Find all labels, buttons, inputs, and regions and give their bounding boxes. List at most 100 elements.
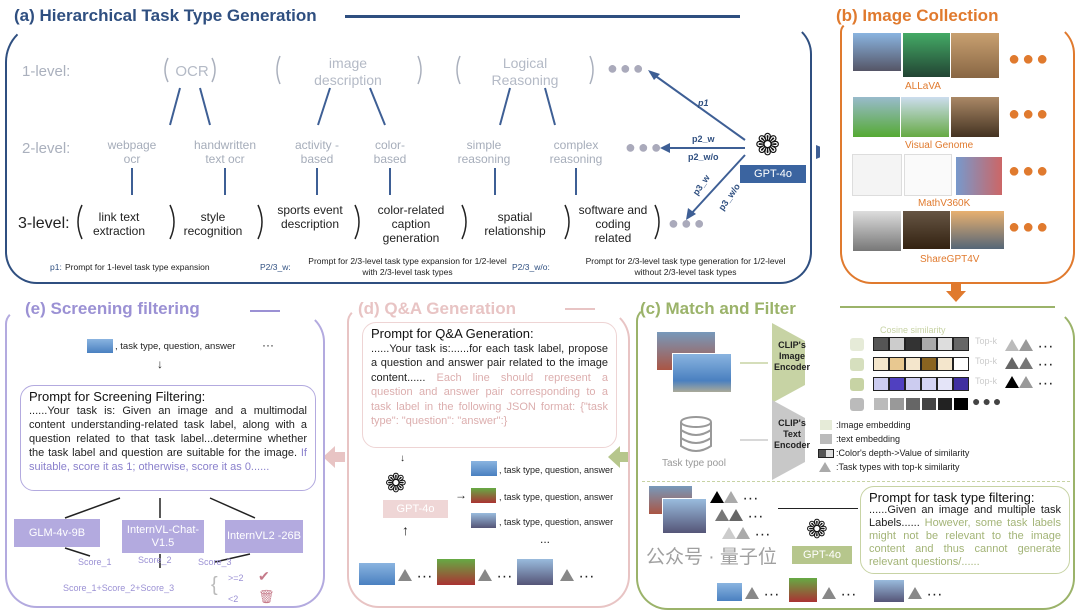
openai-logo-icon: ❁ [755,129,781,162]
level1-logical-reasoning: Logical Reasoning [491,55,559,88]
clip-text-encoder [740,400,805,480]
legend-p23wo-text: Prompt for 2/3-level task type generatio… [585,256,786,277]
input-image [672,353,732,393]
prompt-main: ......Given an image and multiple task L… [869,504,1061,529]
model-internvl-chat: InternVL-Chat-V1.5 [122,520,204,553]
more-dots: ●●● [607,58,646,78]
topk-label: Top-k [975,376,998,386]
similarity-cell [953,377,969,391]
level-1-label: 1-level: [22,63,71,80]
arrow-label-p1: p1 [698,98,709,108]
embedding-swatch [850,358,864,371]
legend-p1-key: p1: [50,262,62,272]
prompt-title: Prompt for task type filtering: [869,490,1035,505]
level2-item: webpage ocr [107,138,157,166]
text-encoder-label: CLIP's Text Encoder [773,418,810,450]
triangles-row: ··· [478,568,512,586]
similarity-cell [921,397,937,411]
ellipsis: ··· [262,338,274,352]
arrow-down-icon [946,283,966,302]
triangles-row: ··· [715,508,763,526]
model-internvl2: InternVL2 -26B [225,520,303,553]
task-filtering-prompt: Prompt for task type filtering: ......Gi… [860,486,1070,574]
level2-item: activity -based [294,138,339,166]
arrow-down: ↓ [157,357,163,371]
legend-p23w-key: P2/3_w: [260,262,291,272]
connector [778,508,858,509]
legend-text-embedding: :text embedding [836,434,901,444]
screening-arrows [64,497,256,568]
panel-b-title: (b) Image Collection [836,6,999,25]
image-encoder-label: CLIP's Image Encoder [773,340,810,372]
input-image [86,338,114,354]
keep-threshold: >=2 [228,573,244,583]
triangles-row: ··· [560,568,594,586]
triangles-row: ··· [908,586,942,604]
level2-item: color- based [373,138,407,166]
screening-input: , task type, question, answer [115,341,236,352]
level-2-label: 2-level: [22,140,71,157]
prompt-main: ......Your task is:......for each task l… [371,342,608,384]
similarity-cell [905,377,921,391]
similarity-cell [953,397,969,411]
legend-image-embedding: :Image embedding [836,420,911,430]
dataset-label: Visual Genome [905,140,974,151]
similarity-cell [905,357,921,371]
dataset-image [900,96,950,138]
topk-triangles: ··· [1005,338,1053,356]
panel-d-title: (d) Q&A Generation [358,299,517,318]
more-dots: ●●● [1008,160,1051,182]
openai-logo-icon: ❁ [385,468,407,498]
more-dots: ●●● [668,213,707,233]
legend-task-types: :Task types with top-k similarity [836,462,960,472]
dataset-image [902,210,952,250]
triangles-row: ··· [722,526,770,544]
output-image [470,460,498,477]
openai-logo-icon: ❁ [806,514,828,544]
panel-e-frame [5,310,325,608]
input-image [436,558,476,586]
more-dots: ●●● [625,137,664,157]
watermark: 公众号 · 量子位 [646,547,777,568]
dataset-image [902,32,952,78]
gpt4o-label: GPT-4o [740,165,806,183]
output-image [873,579,905,603]
level2-item: complex reasoning [549,138,603,166]
divider [565,308,595,310]
qa-output: , task type, question, answer [499,465,614,475]
dataset-image [852,210,902,252]
legend-p23w-text: Prompt for 2/3-level task type expansion… [308,256,507,277]
dataset-image [955,156,1003,196]
similarity-cell [873,377,889,391]
topk-label: Top-k [975,356,998,366]
level2-item: simple reasoning [457,138,511,166]
output-image [716,582,743,602]
triangle-icon [819,462,831,472]
level-3-label: 3-level: [18,215,70,232]
output-image [788,577,818,603]
dataset-label: ALLaVA [905,81,941,92]
qa-prompt: Prompt for Q&A Generation: ......Your ta… [362,322,617,448]
level3-item: sports event description [277,203,343,231]
panel-c-frame [636,307,1075,610]
level2-item: handwritten text ocr [193,138,257,166]
embedding-swatch [850,338,864,351]
level1-image-description: image description [314,55,382,88]
legend-p23wo-key: P2/3_w/o: [512,262,550,272]
score-label: Score_3 [198,557,232,567]
level3-item: style recognition [183,210,243,238]
similarity-cell [889,377,905,391]
model-glm: GLM-4v-9B [14,519,100,547]
arrow-label-p2w: p2_w [692,134,715,144]
gpt4o-label: GPT-4o [383,500,448,518]
input-image [662,498,707,534]
input-image [516,558,554,586]
dataset-label: ShareGPT4V [920,254,980,265]
level3-item: software and coding related [578,203,648,245]
cosine-label: Cosine similarity [880,325,946,335]
panel-a-title: (a) Hierarchical Task Type Generation [14,6,317,25]
prompt-faded: However, some task labels might not be r… [869,517,1061,568]
dataset-label: MathV360K [918,198,971,209]
dataset-image [852,32,902,72]
level3-item: spatial relationship [484,210,546,238]
